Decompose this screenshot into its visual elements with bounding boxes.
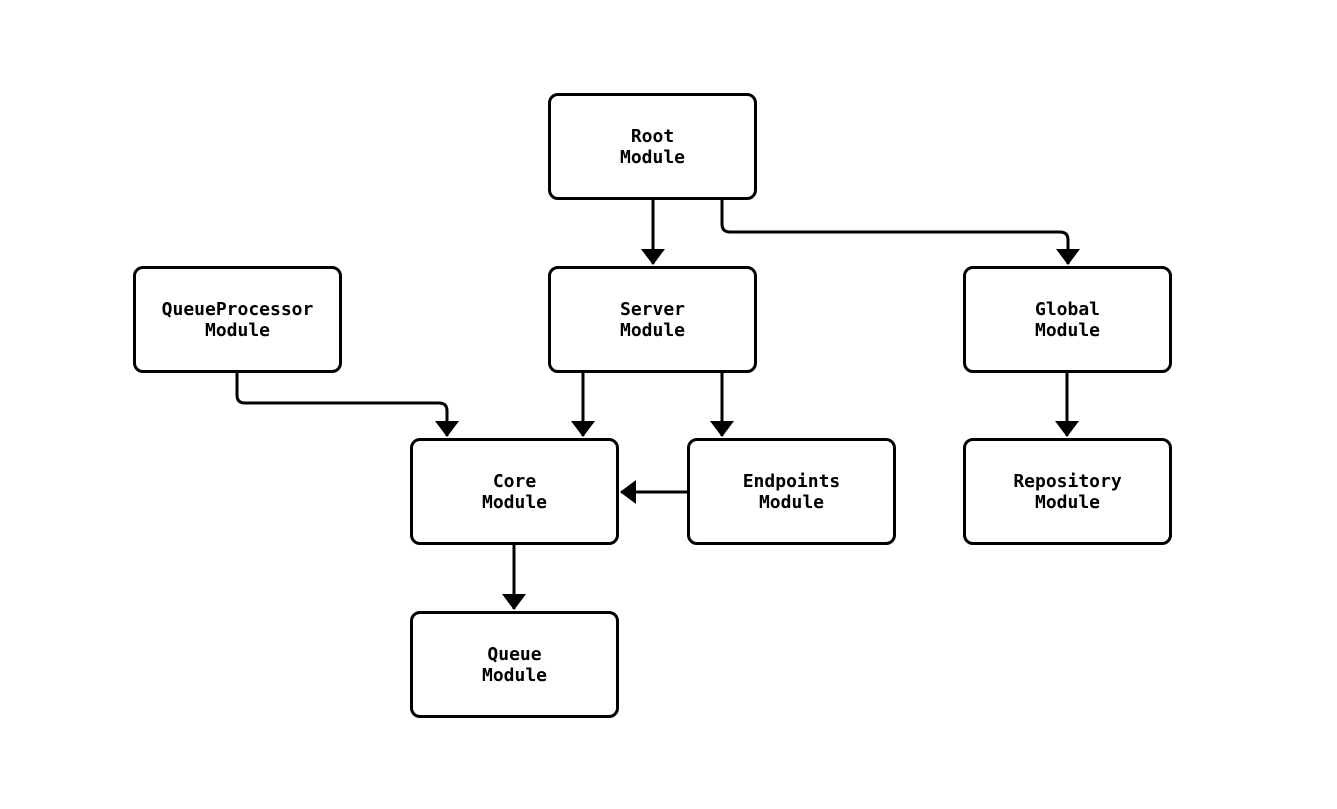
node-global-module: Global Module [963,266,1172,373]
node-server-module-label: Server Module [619,298,686,341]
node-queueprocessor-module-label: QueueProcessor Module [161,298,314,341]
node-global-module-label: Global Module [1034,298,1101,341]
node-core-module: Core Module [410,438,619,545]
node-core-module-label: Core Module [481,470,548,513]
edge-queueprocessor-to-core [235,373,459,437]
node-queue-module-label: Queue Module [481,643,548,686]
node-endpoints-module: Endpoints Module [687,438,896,545]
node-root-module-label: Root Module [619,125,686,168]
node-endpoints-module-label: Endpoints Module [742,470,841,513]
node-server-module: Server Module [548,266,757,373]
node-queueprocessor-module: QueueProcessor Module [133,266,342,373]
node-repository-module-label: Repository Module [1013,470,1122,513]
node-queue-module: Queue Module [410,611,619,718]
edge-root-to-global [720,198,1080,265]
node-repository-module: Repository Module [963,438,1172,545]
node-root-module: Root Module [548,93,757,200]
